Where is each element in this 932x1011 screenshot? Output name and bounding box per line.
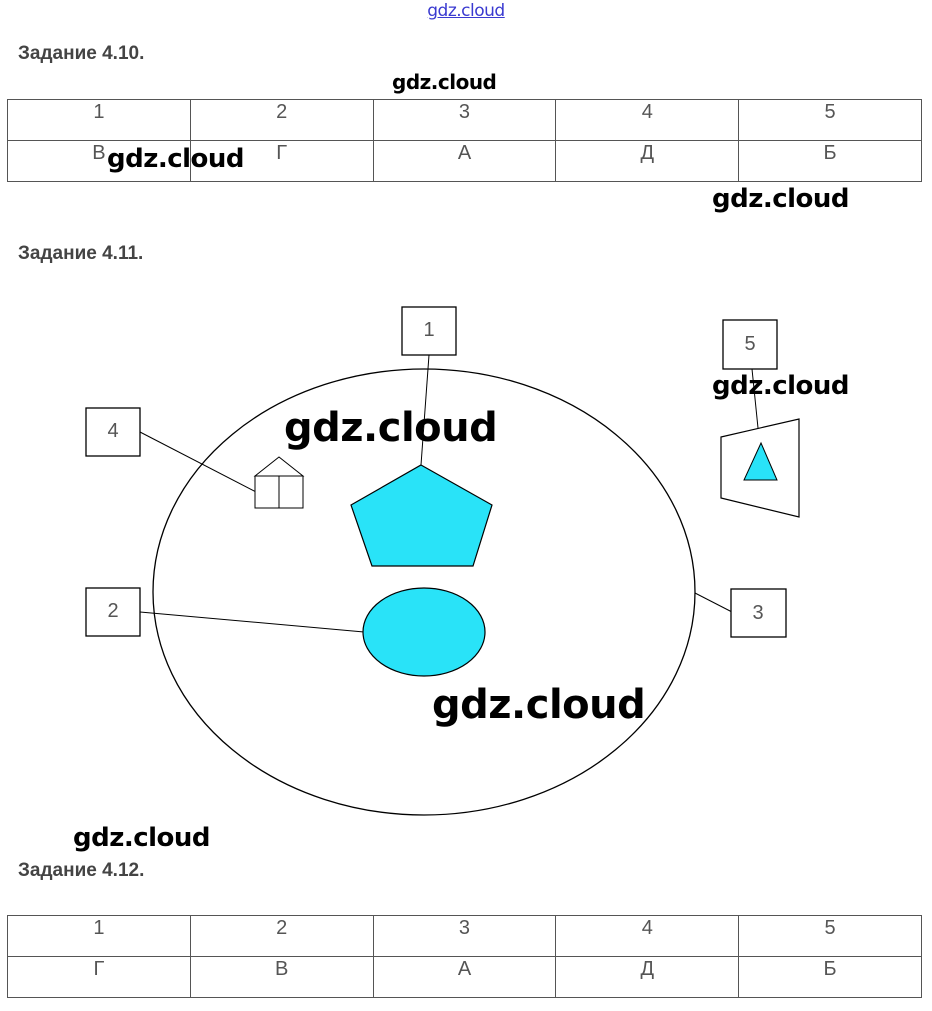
watermark: gdz.cloud — [73, 823, 211, 853]
house-shape — [253, 456, 305, 509]
table-cell: Б — [738, 956, 922, 998]
table-cell: Д — [555, 956, 740, 998]
table-cell: В — [189, 956, 374, 998]
table-cell: А — [372, 956, 557, 998]
watermark: gdz.cloud — [712, 184, 850, 214]
table-cell: 1 — [7, 915, 191, 957]
label-2: 2 — [107, 600, 118, 622]
table-cell: 4 — [555, 915, 740, 957]
table-cell: 2 — [189, 915, 374, 957]
table-cell: 5 — [738, 915, 922, 957]
label-1: 1 — [423, 319, 434, 341]
label-box-3: 3 — [730, 588, 787, 638]
pentagon-shape — [350, 464, 493, 567]
label-box-1: 1 — [401, 306, 457, 356]
watermark: gdz.cloud — [392, 70, 497, 94]
label-4: 4 — [107, 420, 118, 442]
triangle-shape — [743, 441, 778, 481]
task-4-10-table: 1 2 3 4 5 В Г А Д Б — [7, 99, 922, 182]
leader-line-5 — [751, 368, 759, 429]
table-cell: Г — [7, 956, 191, 998]
label-box-2: 2 — [85, 587, 141, 637]
table-cell: 2 — [189, 99, 374, 141]
table-answer-row: Г В А Д Б — [7, 956, 922, 998]
table-answer-row: В Г А Д Б — [7, 140, 922, 182]
label-5: 5 — [744, 333, 755, 355]
task-4-12-table: 1 2 3 4 5 Г В А Д Б — [7, 915, 922, 998]
table-cell: Б — [738, 140, 922, 182]
label-box-4: 4 — [85, 407, 141, 457]
table-cell: Г — [189, 140, 374, 182]
label-box-5: 5 — [722, 319, 778, 370]
top-site-link[interactable]: gdz.cloud — [427, 1, 505, 21]
task-4-12-heading: Задание 4.12. — [18, 860, 145, 881]
leader-line-3 — [694, 592, 733, 613]
table-cell: 1 — [7, 99, 191, 141]
leader-line-4 — [139, 431, 257, 493]
table-cell: 3 — [372, 915, 557, 957]
task-4-10-heading: Задание 4.10. — [18, 43, 145, 64]
outer-ellipse — [152, 368, 696, 816]
watermark: gdz.cloud — [712, 371, 850, 401]
watermark: gdz.cloud — [107, 144, 245, 174]
table-header-row: 1 2 3 4 5 — [7, 915, 922, 957]
table-cell: В — [7, 140, 191, 182]
task-4-11-heading: Задание 4.11. — [18, 243, 144, 264]
small-ellipse-shape — [362, 587, 486, 677]
table-header-row: 1 2 3 4 5 — [7, 99, 922, 141]
watermark: gdz.cloud — [432, 682, 646, 728]
leader-line-1 — [420, 354, 430, 466]
watermark: gdz.cloud — [284, 405, 498, 451]
leader-line-2 — [139, 611, 365, 633]
table-cell: 5 — [738, 99, 922, 141]
label-3: 3 — [752, 602, 763, 624]
